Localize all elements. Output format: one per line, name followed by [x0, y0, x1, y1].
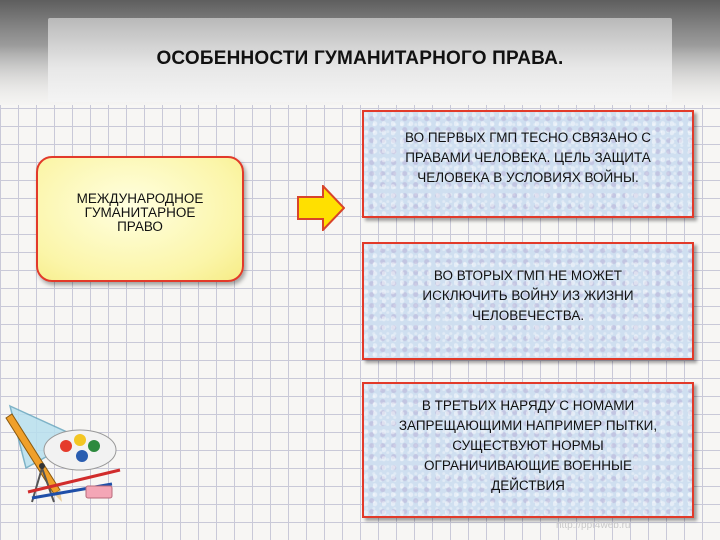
- feature-card-third: В ТРЕТЬИХ НАРЯДУ С НОМАМИ ЗАПРЕЩАЮЩИМИ Н…: [362, 382, 694, 518]
- card-line: ВО ПЕРВЫХ ГМП ТЕСНО СВЯЗАНО С: [405, 130, 651, 145]
- card-line: ОГРАНИЧИВАЮЩИЕ ВОЕННЫЕ: [424, 458, 632, 473]
- watermark: http://ppt4web.ru: [556, 520, 631, 531]
- main-concept-line: ГУМАНИТАРНОЕ: [84, 205, 196, 220]
- card-line: ВО ВТОРЫХ ГМП НЕ МОЖЕТ: [433, 268, 623, 283]
- card-line: ПРАВАМИ ЧЕЛОВЕКА. ЦЕЛЬ ЗАЩИТА: [405, 150, 651, 165]
- title-panel: [48, 18, 672, 102]
- main-concept-text: МЕЖДУНАРОДНОЕ ГУМАНИТАРНОЕ ПРАВО: [60, 191, 220, 237]
- card-line: ЧЕЛОВЕЧЕСТВА.: [471, 308, 585, 323]
- card-line: ЧЕЛОВЕКА В УСЛОВИЯХ ВОЙНЫ.: [417, 170, 639, 185]
- card-line: В ТРЕТЬИХ НАРЯДУ С НОМАМИ: [421, 398, 635, 413]
- right-arrow-icon: [297, 185, 345, 231]
- feature-card-first: ВО ПЕРВЫХ ГМП ТЕСНО СВЯЗАНО С ПРАВАМИ ЧЕ…: [362, 110, 694, 218]
- main-concept-line: ПРАВО: [117, 219, 163, 234]
- card-line: СУЩЕСТВУЮТ НОРМЫ: [452, 438, 604, 453]
- stationery-clipart-icon: [5, 404, 121, 503]
- page-title: ОСОБЕННОСТИ ГУМАНИТАРНОГО ПРАВА.: [156, 48, 564, 69]
- feature-card-second: ВО ВТОРЫХ ГМП НЕ МОЖЕТ ИСКЛЮЧИТЬ ВОЙНУ И…: [362, 242, 694, 360]
- main-concept-line: МЕЖДУНАРОДНОЕ: [76, 191, 204, 206]
- main-concept-box: МЕЖДУНАРОДНОЕ ГУМАНИТАРНОЕ ПРАВО: [36, 156, 244, 282]
- card-line: ИСКЛЮЧИТЬ ВОЙНУ ИЗ ЖИЗНИ: [422, 288, 634, 303]
- card-line: ЗАПРЕЩАЮЩИМИ НАПРИМЕР ПЫТКИ,: [398, 418, 658, 433]
- card-line: ДЕЙСТВИЯ: [491, 478, 565, 493]
